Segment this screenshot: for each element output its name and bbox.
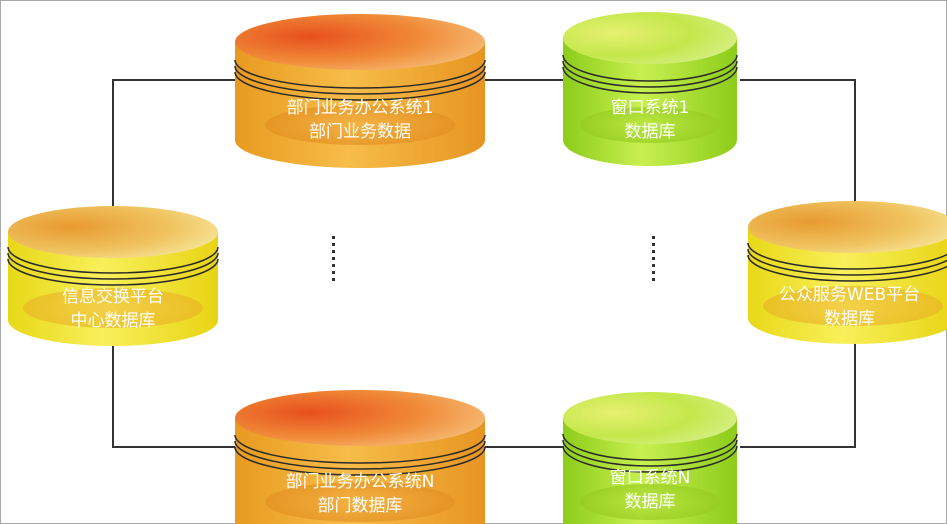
ellipsis-dots-right xyxy=(651,236,655,285)
node-title: 窗口系统N xyxy=(609,468,691,488)
node-subtitle: 数据库 xyxy=(624,122,676,142)
connector-lines xyxy=(112,79,856,448)
db-cylinder-window-system-n xyxy=(562,392,738,524)
node-title: 部门业务办公系统1 xyxy=(286,98,434,118)
node-label-dept-system-1: 部门业务办公系统1 部门业务数据 xyxy=(250,96,470,144)
db-cylinder-window-system-1 xyxy=(562,12,738,166)
db-cylinder-exchange-center xyxy=(7,206,219,346)
ellipsis-dots-left xyxy=(331,236,335,285)
node-subtitle: 部门数据库 xyxy=(317,496,403,516)
db-cylinder-dept-system-1 xyxy=(234,14,486,168)
node-title: 窗口系统1 xyxy=(610,98,690,118)
node-label-dept-system-n: 部门业务办公系统N 部门数据库 xyxy=(250,470,470,518)
node-label-exchange-center: 信息交换平台 中心数据库 xyxy=(8,285,218,333)
node-label-public-web: 公众服务WEB平台 数据库 xyxy=(752,283,947,331)
node-title: 部门业务办公系统N xyxy=(285,472,435,492)
node-subtitle: 数据库 xyxy=(624,492,676,512)
db-cylinder-dept-system-n xyxy=(234,390,486,524)
node-title: 公众服务WEB平台 xyxy=(778,285,921,305)
node-title: 信息交换平台 xyxy=(62,287,164,307)
node-label-window-system-n: 窗口系统N 数据库 xyxy=(575,466,725,514)
node-subtitle: 中心数据库 xyxy=(70,311,156,331)
node-label-window-system-1: 窗口系统1 数据库 xyxy=(575,96,725,144)
node-subtitle: 数据库 xyxy=(824,309,875,329)
node-subtitle: 部门业务数据 xyxy=(309,122,411,142)
db-cylinder-public-web xyxy=(747,201,947,344)
